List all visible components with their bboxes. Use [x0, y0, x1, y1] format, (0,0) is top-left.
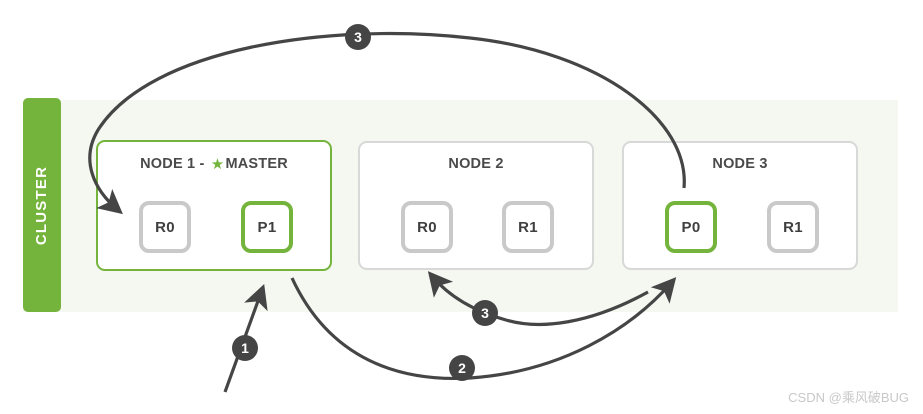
node-2-title: NODE 2: [360, 156, 592, 172]
node-1-title: NODE 1 - ★MASTER: [98, 155, 330, 173]
node-1-box[interactable]: NODE 1 - ★MASTER R0 P1: [96, 140, 332, 271]
step-badge-3-to-node2: 3: [472, 300, 498, 326]
node-3-shard-p0[interactable]: P0: [665, 201, 717, 253]
master-star-icon: ★: [210, 156, 225, 173]
node-3-shard-r1-label: R1: [783, 218, 803, 236]
node-1-title-prefix: NODE 1 -: [140, 156, 209, 172]
step-badge-3-to-node1-label: 3: [354, 29, 362, 45]
node-1-shard-p1[interactable]: P1: [241, 201, 293, 253]
node-2-shard-r0-label: R0: [417, 218, 437, 236]
node-2-shard-r1[interactable]: R1: [502, 201, 554, 253]
node-2-shard-r1-label: R1: [518, 218, 538, 236]
step-badge-3-to-node1: 3: [345, 24, 371, 50]
node-3-box[interactable]: NODE 3 P0 R1: [622, 141, 858, 270]
node-3-shard-r1[interactable]: R1: [767, 201, 819, 253]
node-2-title-prefix: NODE 2: [448, 156, 504, 172]
watermark: CSDN @乘风破BUG: [788, 390, 909, 405]
cluster-label: CLUSTER: [33, 165, 51, 245]
node-1-title-suffix: MASTER: [225, 156, 288, 172]
step-badge-1-label: 1: [241, 340, 249, 356]
node-3-title: NODE 3: [624, 156, 856, 172]
cluster-label-bar: CLUSTER: [23, 98, 61, 312]
step-badge-2: 2: [449, 355, 475, 381]
node-2-shard-r0[interactable]: R0: [401, 201, 453, 253]
node-1-shard-r0[interactable]: R0: [139, 201, 191, 253]
node-3-shard-p0-label: P0: [681, 218, 701, 236]
node-1-shard-r0-label: R0: [155, 218, 175, 236]
step-badge-2-label: 2: [458, 360, 466, 376]
node-2-box[interactable]: NODE 2 R0 R1: [358, 141, 594, 270]
node-3-title-prefix: NODE 3: [712, 156, 768, 172]
node-1-shard-p1-label: P1: [257, 218, 277, 236]
step-badge-1: 1: [232, 335, 258, 361]
step-badge-3-to-node2-label: 3: [481, 305, 489, 321]
